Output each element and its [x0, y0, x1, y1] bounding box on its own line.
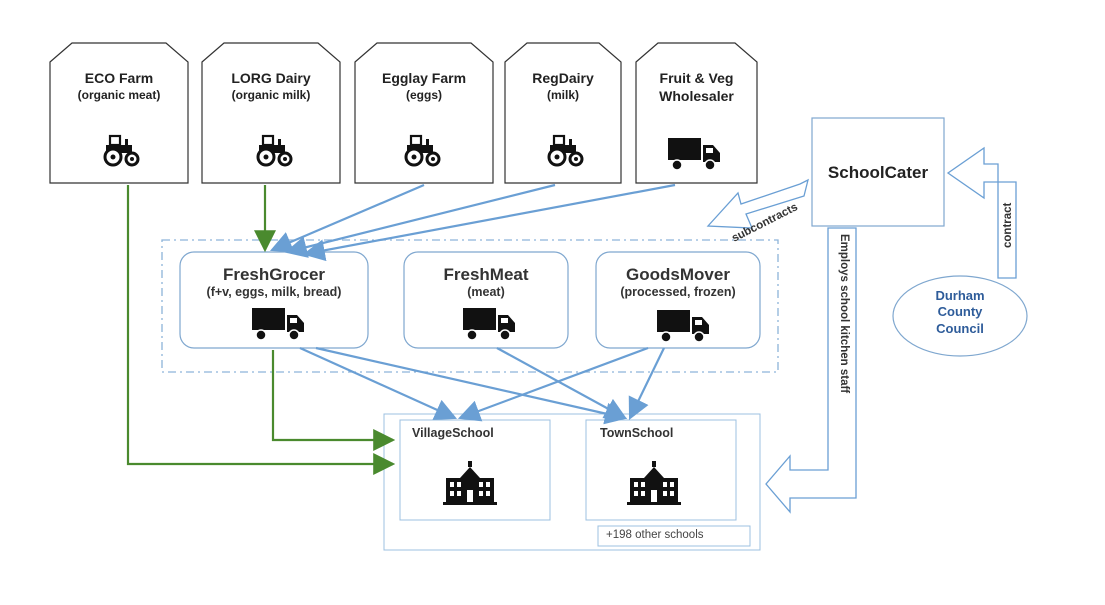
farm-eco-label: ECO Farm (organic meat)	[50, 70, 188, 103]
farm-eco	[49, 42, 189, 184]
other-schools-label: +198 other schools	[606, 529, 704, 541]
farm-detail: (eggs)	[406, 87, 442, 102]
farm-detail: (organic meat)	[77, 87, 161, 102]
contract-arrow	[946, 146, 1017, 279]
flow-fruitveg-to-freshgrocer	[302, 183, 676, 262]
distributor-name: FreshMeat	[443, 265, 529, 284]
flow-freshgrocer-to-village	[271, 350, 396, 451]
farm-regdairy	[504, 42, 622, 184]
other-schools-box	[597, 525, 751, 547]
farm-name: LORG Dairy	[231, 70, 311, 86]
distributor-freshmeat-label: FreshMeat (meat)	[404, 264, 568, 301]
farm-name: ECO Farm	[84, 70, 154, 86]
distributor-detail: (meat)	[467, 285, 505, 300]
schoolcater-label: SchoolCater	[827, 163, 929, 182]
flow-freshmeat-to-town	[496, 347, 627, 420]
farm-lorg	[201, 42, 341, 184]
farm-detail: (organic milk)	[231, 87, 311, 102]
subcontracts-arrow	[706, 178, 809, 229]
flow-freshgrocer-to-village	[299, 346, 458, 420]
farm-name: Fruit & Veg	[659, 70, 734, 86]
flow-goodsmover-to-town	[628, 347, 665, 420]
farm-name: RegDairy	[532, 70, 594, 86]
farm-detail: Wholesaler	[659, 87, 734, 104]
distributor-name: GoodsMover	[626, 265, 730, 284]
farm-detail: (milk)	[546, 87, 579, 102]
distributor-freshgrocer-label: FreshGrocer (f+v, eggs, milk, bread)	[180, 264, 368, 301]
contract-label: contract	[1002, 202, 1014, 248]
village-school-label: VillageSchool	[412, 426, 494, 440]
farm-egglay	[354, 42, 494, 184]
farm-fruitveg-label: Fruit & Veg Wholesaler	[636, 70, 757, 105]
flow-goodsmover-to-village	[457, 346, 649, 422]
farm-name: Egglay Farm	[381, 70, 467, 86]
distributor-detail: (processed, frozen)	[620, 285, 736, 300]
council-label: Durham County Council	[893, 288, 1027, 337]
farm-fruitveg	[635, 42, 758, 184]
flow-freshgrocer-to-town	[315, 346, 628, 425]
council-line: County	[937, 304, 983, 320]
farm-regdairy-label: RegDairy (milk)	[505, 70, 621, 103]
farm-egglay-label: Egglay Farm (eggs)	[355, 70, 493, 103]
employs-arrow	[765, 227, 857, 514]
schoolcater-box	[811, 117, 945, 227]
distributor-goodsmover-label: GoodsMover (processed, frozen)	[596, 264, 760, 301]
distributor-name: FreshGrocer	[222, 265, 326, 284]
distributor-detail: (f+v, eggs, milk, bread)	[206, 285, 342, 300]
flow-regdairy-to-freshgrocer	[284, 183, 556, 258]
flow-eco-to-village	[126, 185, 396, 475]
farm-lorg-label: LORG Dairy (organic milk)	[202, 70, 340, 103]
distributor-freshmeat	[403, 251, 569, 349]
employs-label: Employs school kitchen staff	[838, 234, 850, 394]
distributor-goodsmover	[595, 251, 761, 349]
council-ellipse	[892, 275, 1028, 357]
distributor-group	[161, 239, 779, 373]
council-line: Council	[936, 320, 984, 336]
council-line: Durham	[935, 288, 985, 303]
town-school-label: TownSchool	[600, 426, 674, 440]
